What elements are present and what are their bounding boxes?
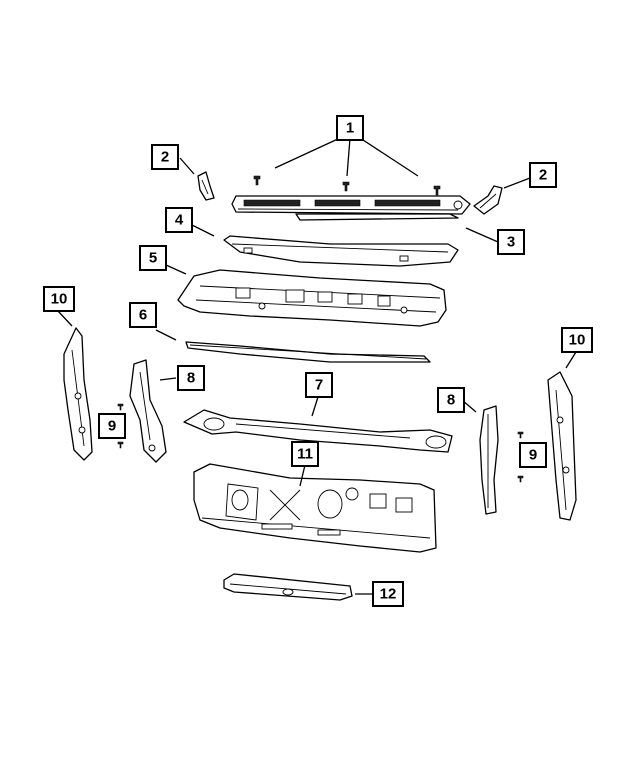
callout-2-right: 2: [529, 162, 557, 188]
part-3-seal: [295, 213, 459, 221]
callout-7: 7: [305, 372, 333, 398]
part-4-cowl-panel: [223, 235, 459, 267]
callout-10-left: 10: [43, 286, 75, 312]
svg-text:11: 11: [297, 446, 313, 463]
callout-1: 1: [336, 115, 364, 141]
part-8-left-bracket: [129, 359, 167, 463]
svg-text:9: 9: [108, 418, 116, 435]
callout-5: 5: [139, 245, 167, 271]
callout-6: 6: [129, 302, 157, 328]
svg-text:10: 10: [569, 332, 586, 349]
svg-text:4: 4: [175, 212, 184, 229]
svg-text:7: 7: [315, 377, 323, 394]
callout-9-right: 9: [519, 442, 547, 468]
part-11-dash-panel: [193, 463, 437, 553]
svg-text:5: 5: [149, 250, 157, 267]
svg-text:3: 3: [507, 234, 515, 251]
part-10-right-pillar: [547, 371, 577, 521]
svg-text:1: 1: [346, 120, 354, 137]
part-1-screws: [253, 175, 441, 196]
callout-4: 4: [165, 207, 193, 233]
svg-text:8: 8: [447, 392, 455, 409]
callout-11: 11: [291, 441, 319, 467]
part-6-reinforcement-bar: [185, 341, 431, 363]
part-2-left-bracket: [197, 171, 215, 201]
callout-9-left: 9: [98, 413, 126, 439]
part-9-right-fasteners: [517, 431, 524, 483]
svg-text:12: 12: [380, 586, 397, 603]
svg-text:2: 2: [539, 167, 547, 184]
part-1-cowl-top-panel: [231, 195, 471, 215]
part-2-right-bracket: [473, 185, 503, 215]
part-10-left-pillar: [63, 327, 93, 461]
part-12-lower-reinforcement: [223, 573, 353, 601]
svg-text:6: 6: [139, 307, 147, 324]
callout-12: 12: [372, 581, 404, 607]
svg-text:10: 10: [51, 291, 68, 308]
part-5-plenum-panel: [177, 269, 447, 327]
svg-text:9: 9: [529, 447, 537, 464]
part-8-right-bracket: [479, 405, 499, 515]
callout-2-left: 2: [151, 144, 179, 170]
part-7-cross-member: [183, 409, 453, 453]
callout-8-right: 8: [437, 387, 465, 413]
callout-10-right: 10: [561, 327, 593, 353]
callout-3: 3: [497, 229, 525, 255]
svg-text:2: 2: [161, 149, 169, 166]
part-9-left-fasteners: [117, 403, 124, 449]
callout-8-left: 8: [177, 365, 205, 391]
svg-text:8: 8: [187, 370, 195, 387]
